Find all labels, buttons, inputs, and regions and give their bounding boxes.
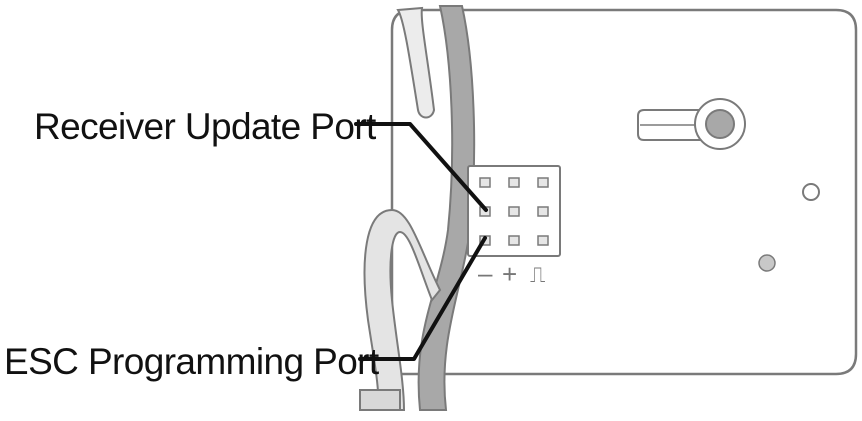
callout-esc-programming-port: ESC Programming Port bbox=[4, 341, 380, 382]
pin-r1-c3 bbox=[537, 177, 549, 188]
wire-bottom-stub bbox=[359, 389, 401, 411]
leader-lines bbox=[354, 122, 488, 361]
pin-r3-c3 bbox=[537, 235, 549, 246]
callout-receiver-update-port: Receiver Update Port bbox=[34, 106, 377, 147]
pin-label-negative: – bbox=[478, 258, 493, 288]
pin-r2-c2 bbox=[508, 206, 520, 217]
pin-r3-c2 bbox=[508, 235, 520, 246]
indicator-hole-open bbox=[802, 183, 820, 201]
pin-r2-c3 bbox=[537, 206, 549, 217]
pin-r1-c1 bbox=[479, 177, 491, 188]
leader-receiver-update bbox=[354, 122, 488, 212]
slider-button bbox=[637, 98, 746, 150]
wire-dark-front bbox=[417, 5, 476, 411]
pin-label-positive: + bbox=[502, 259, 517, 289]
pin-polarity-labels: – + ⎍ bbox=[478, 258, 545, 289]
wire-light-top bbox=[396, 6, 436, 119]
pin-header bbox=[467, 165, 561, 257]
slider-knob bbox=[705, 109, 735, 139]
pin-r1-c2 bbox=[508, 177, 520, 188]
pin-label-signal: ⎍ bbox=[530, 262, 545, 287]
indicator-hole-filled bbox=[758, 254, 776, 272]
leader-esc-programming bbox=[358, 236, 487, 361]
